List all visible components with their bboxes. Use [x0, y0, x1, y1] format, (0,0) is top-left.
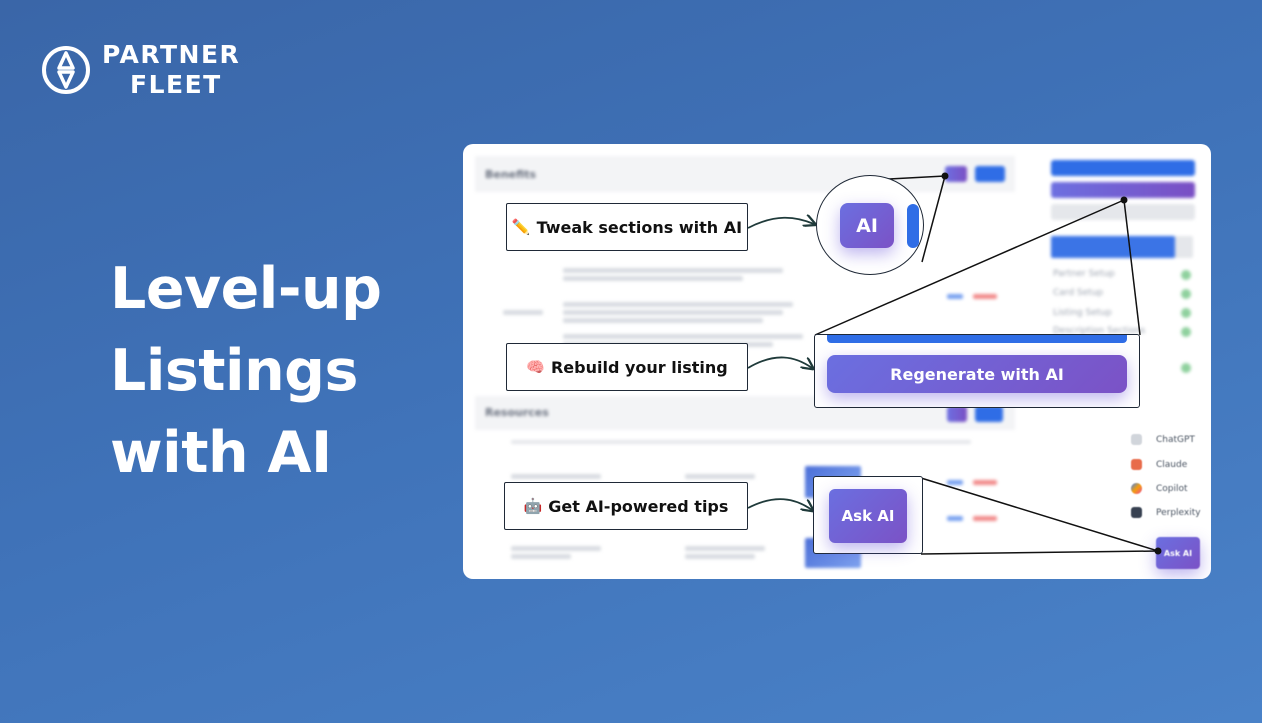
- discard-changes-button[interactable]: [1051, 160, 1195, 176]
- robot-icon: 🤖: [523, 497, 543, 515]
- callout-text: Tweak sections with AI: [536, 217, 743, 237]
- resources-title: Resources: [485, 406, 549, 419]
- copilot-icon: [1131, 483, 1142, 494]
- headline-line1: Level-up: [110, 256, 382, 322]
- progress-bar: [1051, 236, 1193, 258]
- checklist-item: Listing Setup: [1053, 308, 1112, 318]
- headline-line2: Listings: [110, 338, 358, 404]
- progress-fill: [1051, 236, 1175, 258]
- headline: Level-up Listings with AI: [110, 248, 382, 494]
- headline-line3: with AI: [110, 420, 332, 486]
- claude-icon: [1131, 459, 1142, 470]
- benefits-header: [475, 156, 1015, 192]
- preview-listing-button[interactable]: [1051, 204, 1195, 220]
- benefits-ai-button[interactable]: [945, 166, 967, 182]
- callout-text: Get AI-powered tips: [548, 496, 729, 516]
- callout-tweak-sections: ✏️ Tweak sections with AI: [506, 203, 748, 251]
- benefits-title: Benefits: [485, 168, 537, 181]
- brand-name: PARTNER FLEET: [102, 40, 240, 100]
- ai-chip-button[interactable]: AI: [840, 203, 894, 248]
- zoom-regenerate: Regenerate with AI: [814, 334, 1140, 408]
- discard-button-edge: [827, 335, 1127, 343]
- compass-logo-icon: [42, 46, 90, 94]
- brand-line2: FLEET: [130, 70, 222, 99]
- ai-tool-copilot[interactable]: Copilot: [1131, 483, 1188, 494]
- brain-icon: 🧠: [526, 358, 545, 376]
- callout-rebuild-listing: 🧠 Rebuild your listing: [506, 343, 748, 391]
- ai-tool-perplexity[interactable]: Perplexity: [1131, 507, 1201, 518]
- brand-logo: PARTNER FLEET: [40, 40, 240, 100]
- regenerate-with-ai-button[interactable]: Regenerate with AI: [827, 355, 1127, 393]
- callout-ai-tips: 🤖 Get AI-powered tips: [504, 482, 748, 530]
- brand-line1: PARTNER: [102, 40, 241, 69]
- zoom-ask-ai: Ask AI: [813, 476, 923, 554]
- benefits-add-button[interactable]: [975, 166, 1005, 182]
- perplexity-icon: [1131, 507, 1142, 518]
- ai-tool-chatgpt[interactable]: ChatGPT: [1131, 434, 1195, 445]
- pencil-icon: ✏️: [511, 218, 531, 236]
- resources-add-button[interactable]: [975, 406, 1003, 422]
- chatgpt-icon: [1131, 434, 1142, 445]
- resources-ai-button[interactable]: [947, 406, 967, 422]
- add-button-edge: [907, 204, 919, 248]
- checklist-item: Card Setup: [1053, 288, 1104, 298]
- zoom-ai-button: AI: [816, 175, 924, 275]
- ai-tool-claude[interactable]: Claude: [1131, 459, 1187, 470]
- regenerate-small-button[interactable]: [1051, 182, 1195, 198]
- ask-ai-small-button[interactable]: Ask AI: [1156, 537, 1200, 569]
- ask-ai-button[interactable]: Ask AI: [829, 489, 907, 543]
- callout-text: Rebuild your listing: [550, 357, 728, 377]
- checklist-item: Partner Setup: [1053, 269, 1115, 279]
